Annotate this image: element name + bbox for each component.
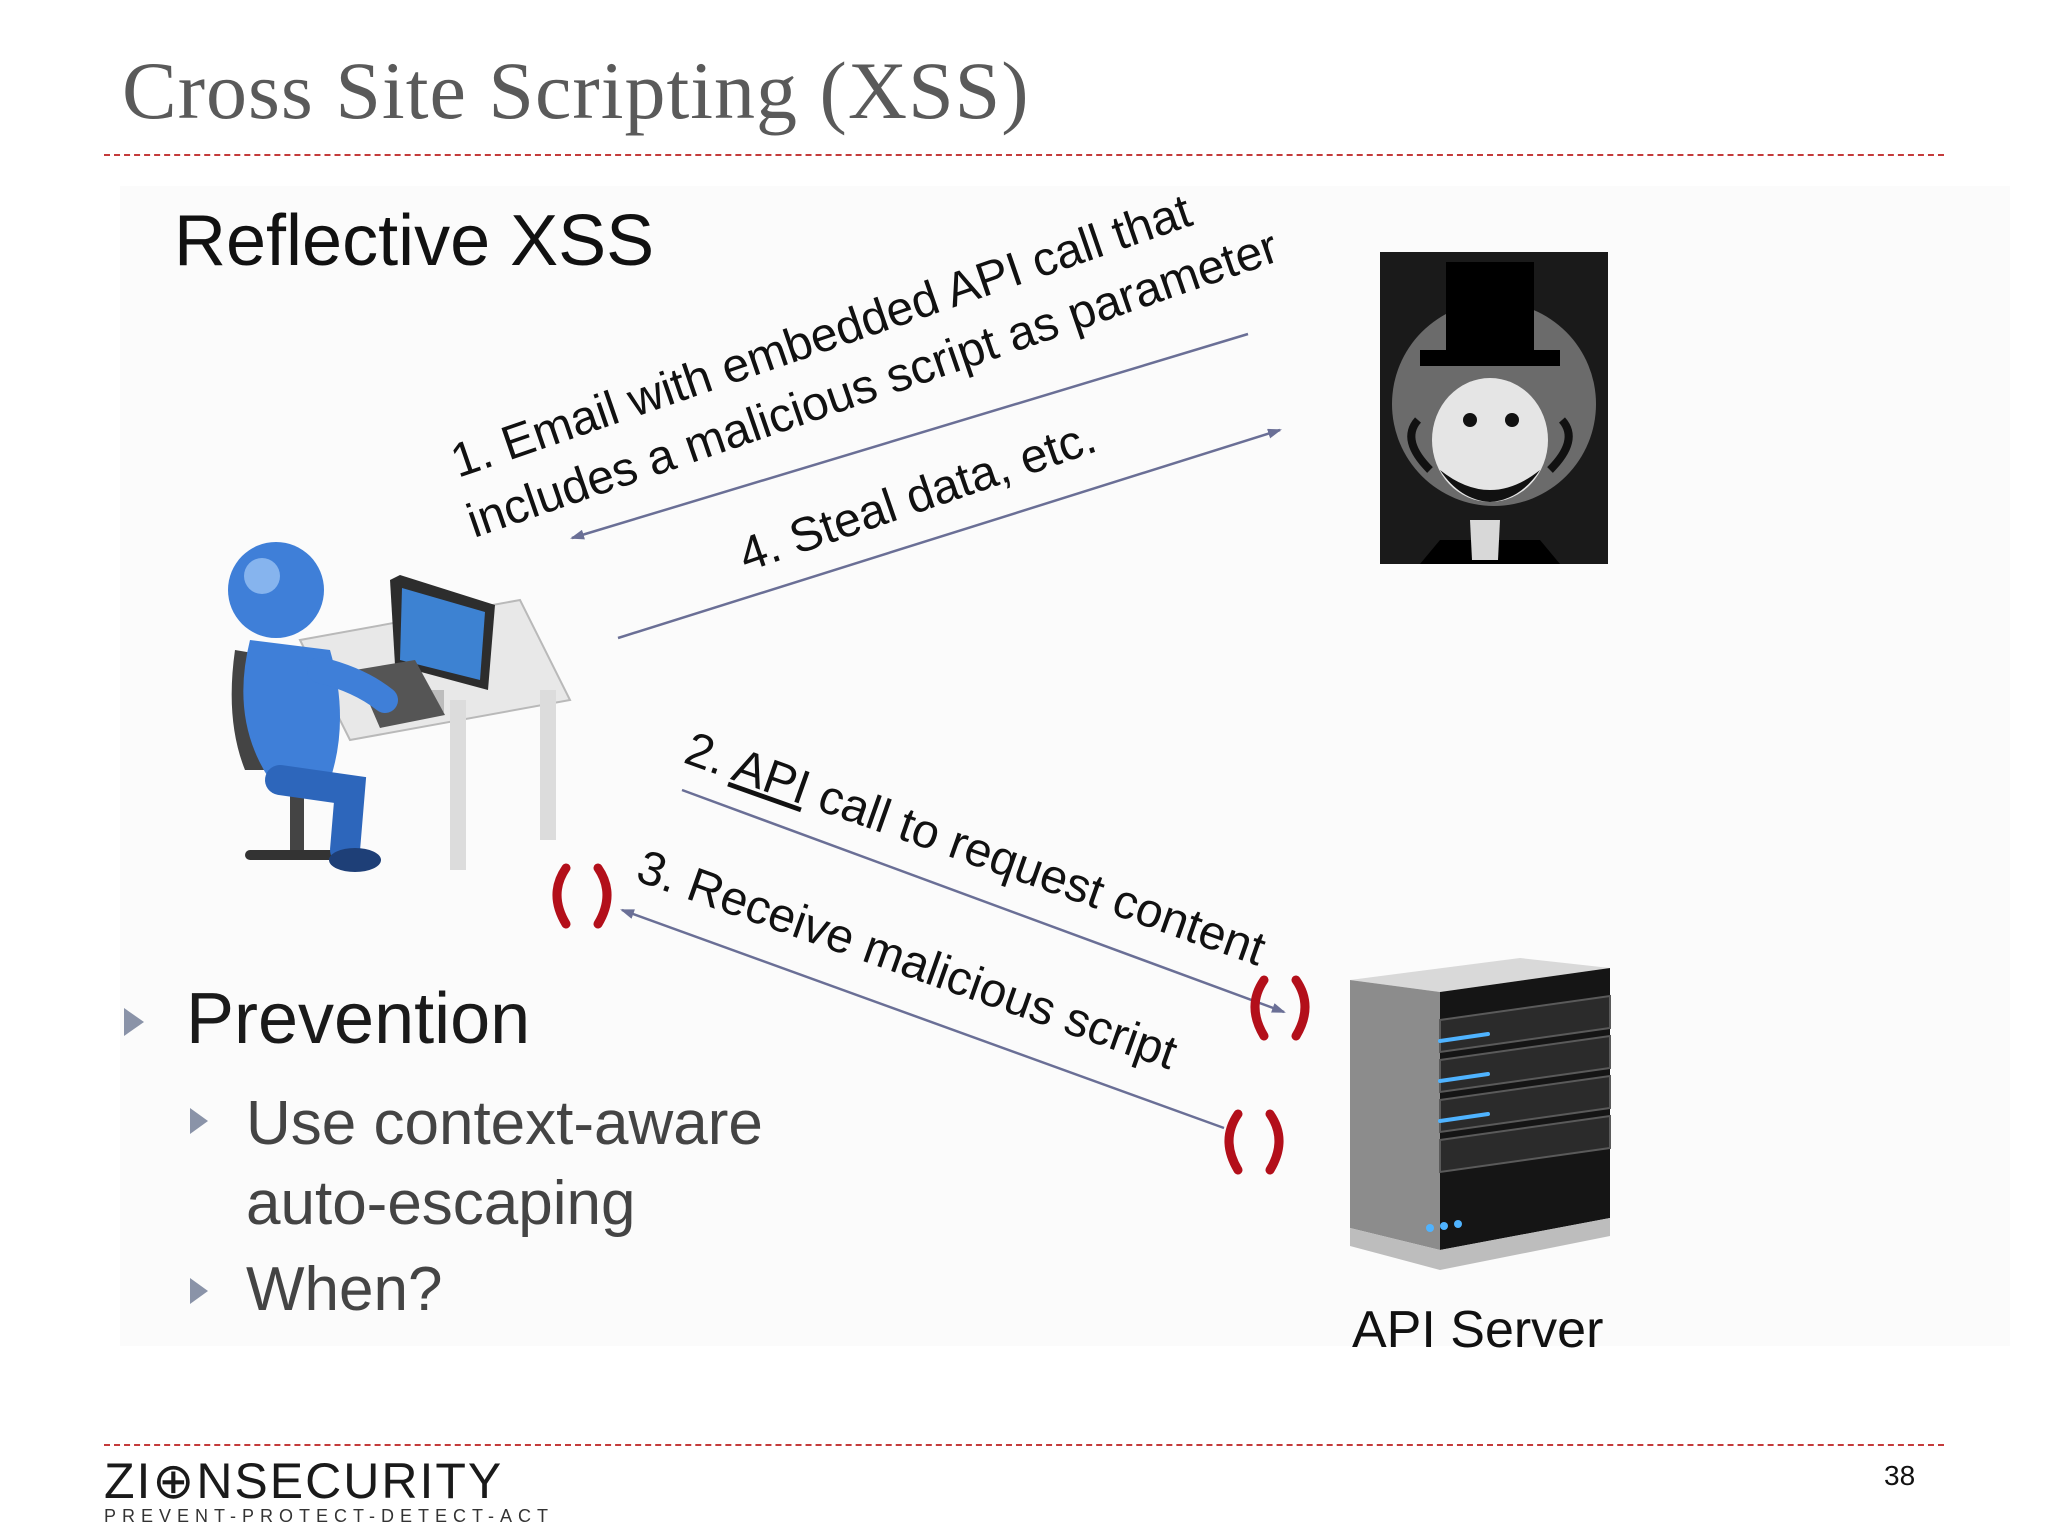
bullet-triangle-icon [190,1108,208,1134]
server-icon [1350,958,1611,1270]
bracket-server-bottom-icon [1224,1109,1284,1175]
company-tagline: PREVENT-PROTECT-DETECT-ACT [104,1506,555,1526]
arrow-step4 [617,428,1282,640]
content-panel [120,186,2010,1346]
slide-subtitle: Reflective XSS [174,201,655,281]
footer-divider [104,1444,1944,1446]
bullet-triangle-icon [190,1278,208,1304]
company-logo: ZI⊕NSECURITY [104,1453,504,1509]
bullet-triangle-icon [124,1008,144,1036]
bracket-user-icon [552,863,612,929]
arrow-step3 [620,908,1225,1130]
villain-icon [1380,252,1608,564]
slide-title: Cross Site Scripting (XSS) [122,45,1030,136]
page-number: 38 [1884,1460,1916,1491]
bracket-server-top-icon [1250,975,1310,1041]
user-at-computer-icon [228,542,572,872]
arrow-step1 [570,332,1249,540]
title-divider [104,154,1944,156]
arrow-step2 [681,788,1286,1014]
server-label: API Server [1352,1301,1604,1359]
